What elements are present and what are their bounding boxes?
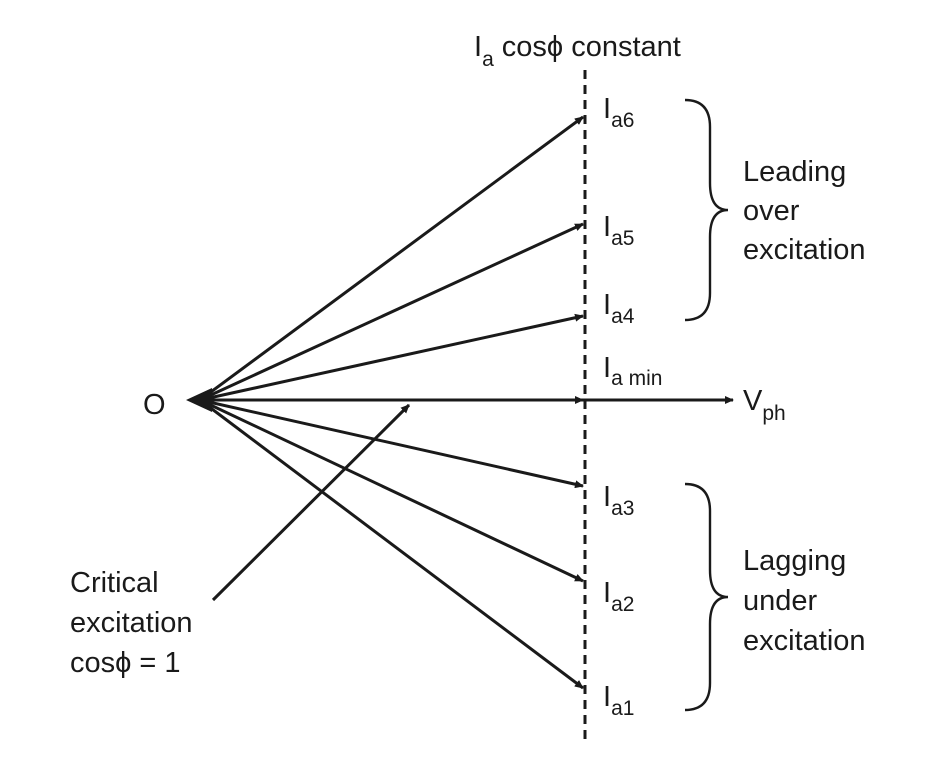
lagging-label: Lagging (743, 545, 846, 577)
current-label-ia2: Ia2 (603, 577, 634, 616)
critical-label: Critical (70, 567, 159, 599)
current-label-ia4: Ia4 (603, 289, 635, 328)
current-label-ia-min: Ia min (603, 352, 662, 390)
current-label-ia5: Ia5 (603, 211, 634, 250)
origin-point (186, 388, 212, 412)
origin-label: O (143, 389, 166, 421)
excitation-label-lagging: excitation (743, 625, 866, 657)
phasor-arrow-ia4 (199, 313, 584, 402)
phasor-arrow-ia1 (199, 398, 584, 690)
unity-power-factor-label: cosϕ = 1 (70, 647, 181, 679)
constant-label: Ia cosϕ constant (474, 31, 681, 71)
leading-brace (684, 98, 729, 322)
vph-label: Vph (743, 385, 786, 425)
critical-excitation-pointer (211, 403, 411, 602)
critical-excitation-label: excitation (70, 607, 193, 639)
phasor-arrows (199, 115, 734, 690)
phasor-arrow-ia2 (199, 398, 584, 583)
current-label-ia1: Ia1 (603, 681, 634, 720)
leading-label: Leading (743, 156, 846, 188)
phasor-arrow-ia6 (199, 115, 584, 402)
lagging-brace (684, 482, 729, 712)
excitation-label-leading: excitation (743, 234, 866, 266)
under-label: under (743, 585, 818, 617)
current-label-ia3: Ia3 (603, 481, 634, 520)
phasor-arrow-ia5 (199, 222, 584, 402)
over-label: over (743, 195, 800, 227)
current-label-ia6: Ia6 (603, 93, 634, 132)
phasor-arrow-ia3 (199, 398, 584, 489)
